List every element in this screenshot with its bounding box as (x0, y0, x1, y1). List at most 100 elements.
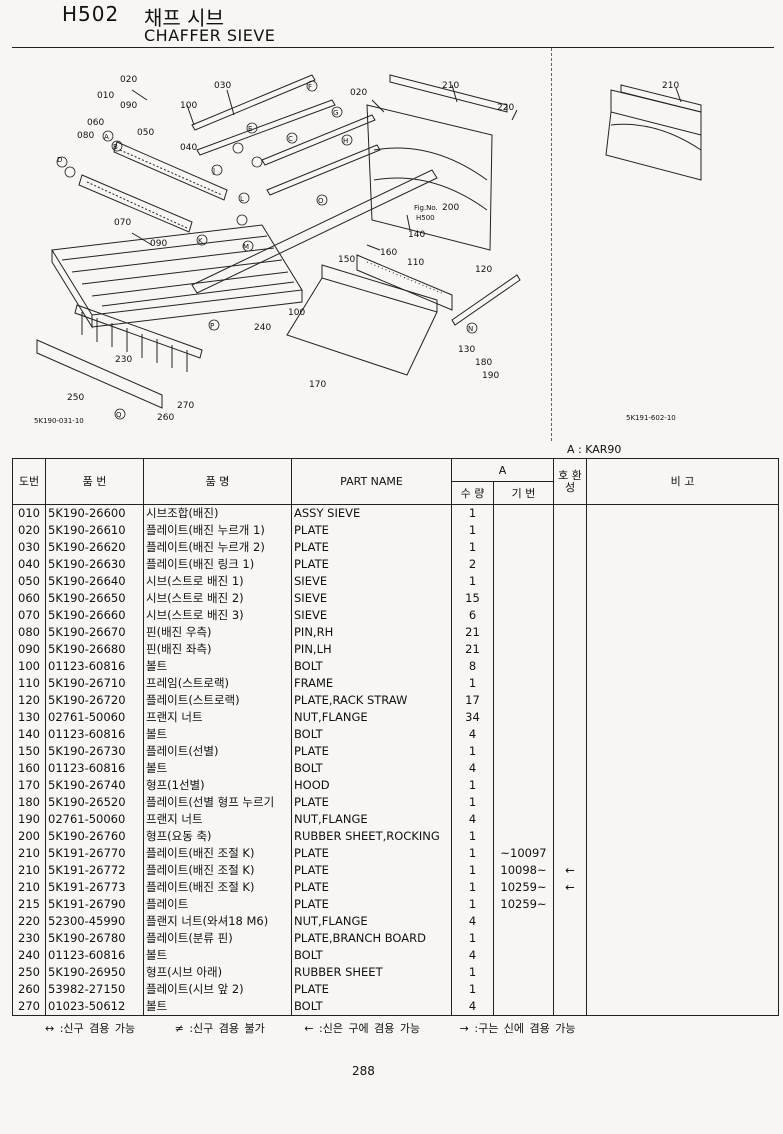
model-note: A : KAR90 (567, 443, 622, 456)
cell-no: 100 (12, 658, 46, 675)
circle-label-o: O (318, 197, 324, 205)
cell-part-name: BOLT (291, 658, 452, 675)
cell-name-ko: 플레이트(배진 조절 K) (143, 845, 292, 862)
cell-name-ko: 플레이트(분류 핀) (143, 930, 292, 947)
cell-interchange (553, 913, 587, 930)
cell-no: 120 (12, 692, 46, 709)
cell-interchange (553, 760, 587, 777)
cell-no: 170 (12, 777, 46, 794)
cell-part-no: 01023-50612 (45, 998, 144, 1016)
header-group-a: A (451, 458, 554, 482)
cell-serial (493, 504, 554, 522)
cell-remarks (586, 777, 779, 794)
cell-remarks (586, 947, 779, 964)
cell-no: 250 (12, 964, 46, 981)
cell-no: 040 (12, 556, 46, 573)
cell-part-no: 5K190-26740 (45, 777, 144, 794)
cell-name-ko: 플레이트(배진 누르개 1) (143, 522, 292, 539)
cell-part-name: BOLT (291, 760, 452, 777)
cell-no: 270 (12, 998, 46, 1016)
cell-no: 070 (12, 607, 46, 624)
label-h500: H500 (416, 214, 435, 222)
cell-no: 060 (12, 590, 46, 607)
label-190: 190 (482, 371, 499, 381)
cell-remarks (586, 573, 779, 590)
label-120: 120 (475, 265, 492, 275)
header-name-ko: 품 명 (143, 458, 292, 505)
label-040: 040 (180, 143, 197, 153)
cell-remarks (586, 896, 779, 913)
cell-serial (493, 590, 554, 607)
label-210: 210 (442, 81, 459, 91)
label-020b: 020 (350, 88, 367, 98)
cell-serial (493, 539, 554, 556)
cell-part-name: SIEVE (291, 607, 452, 624)
legend-item: → :구는 신에 겸용 가능 (459, 1022, 576, 1035)
cell-qty: 4 (451, 913, 494, 930)
cell-no: 180 (12, 794, 46, 811)
side-label-210: 210 (662, 81, 679, 91)
label-050: 050 (137, 128, 154, 138)
cell-part-no: 5K191-26770 (45, 845, 144, 862)
cell-remarks (586, 692, 779, 709)
cell-remarks (586, 675, 779, 692)
cell-qty: 1 (451, 964, 494, 981)
cell-serial (493, 760, 554, 777)
label-090: 090 (120, 101, 137, 111)
cell-part-name: PLATE,RACK STRAW (291, 692, 452, 709)
cell-interchange (553, 981, 587, 998)
cell-part-no: 5K190-26780 (45, 930, 144, 947)
cell-part-no: 5K190-26730 (45, 743, 144, 760)
cell-interchange (553, 573, 587, 590)
cell-interchange (553, 556, 587, 573)
cell-part-no: 5K190-26650 (45, 590, 144, 607)
cell-name-ko: 플랜지 너트(와셔18 M6) (143, 913, 292, 930)
side-detail-diagram: 210 5K191-602-10 (605, 81, 702, 422)
cell-remarks (586, 743, 779, 760)
cell-name-ko: 플레이트(배진 링크 1) (143, 556, 292, 573)
cell-interchange (553, 811, 587, 828)
label-160: 160 (380, 248, 397, 258)
cell-interchange (553, 828, 587, 845)
cell-remarks (586, 590, 779, 607)
cell-name-ko: 시브(스트로 배진 1) (143, 573, 292, 590)
cell-part-no: 5K190-26660 (45, 607, 144, 624)
cell-part-name: SIEVE (291, 590, 452, 607)
cell-part-no: 53982-27150 (45, 981, 144, 998)
label-180: 180 (475, 358, 492, 368)
cell-interchange (553, 896, 587, 913)
cell-name-ko: 핀(배진 좌측) (143, 641, 292, 658)
cell-qty: 4 (451, 726, 494, 743)
cell-interchange (553, 692, 587, 709)
cell-name-ko: 플레이트 (143, 896, 292, 913)
circle-label-k: K (198, 237, 203, 245)
side-ref-code: 5K191-602-10 (626, 414, 676, 422)
cell-part-name: PLATE (291, 539, 452, 556)
cell-part-name: PLATE (291, 794, 452, 811)
cell-remarks (586, 794, 779, 811)
cell-name-ko: 플레이트(배진 조절 K) (143, 862, 292, 879)
cell-qty: 1 (451, 828, 494, 845)
cell-name-ko: 프랜지 너트 (143, 709, 292, 726)
cell-part-name: RUBBER SHEET (291, 964, 452, 981)
label-270: 270 (177, 401, 194, 411)
cell-remarks (586, 879, 779, 896)
cell-name-ko: 시브(스트로 배진 2) (143, 590, 292, 607)
page-number: 288 (352, 1064, 375, 1078)
cell-remarks (586, 828, 779, 845)
legend-item: ← :신은 구에 겸용 가능 (304, 1022, 421, 1035)
cell-name-ko: 플레이트(선별) (143, 743, 292, 760)
cell-name-ko: 핀(배진 우측) (143, 624, 292, 641)
circle-label-a: A (104, 133, 109, 141)
cell-part-no: 5K190-26620 (45, 539, 144, 556)
cell-part-no: 5K190-26520 (45, 794, 144, 811)
header-no: 도번 (12, 458, 46, 505)
cell-no: 150 (12, 743, 46, 760)
cell-interchange (553, 522, 587, 539)
